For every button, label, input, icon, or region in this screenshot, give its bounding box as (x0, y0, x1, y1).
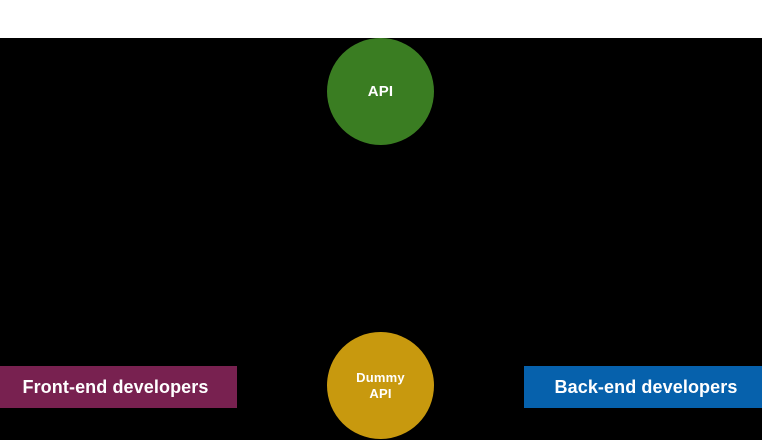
node-dummy-api-label-line2: API (369, 385, 392, 401)
role-box-backend-developers-label: Back-end developers (554, 376, 738, 397)
top-white-band (0, 0, 762, 38)
role-box-frontend-developers[interactable]: Front-end developers (0, 366, 237, 408)
role-box-frontend-developers-label: Front-end developers (22, 376, 209, 397)
node-dummy-api[interactable]: Dummy API (327, 332, 434, 439)
role-box-backend-developers[interactable]: Back-end developers (524, 366, 762, 408)
node-dummy-api-label: Dummy API (327, 370, 434, 401)
node-api[interactable]: API (327, 38, 434, 145)
node-dummy-api-label-line1: Dummy (356, 370, 405, 386)
node-api-label: API (367, 82, 394, 100)
